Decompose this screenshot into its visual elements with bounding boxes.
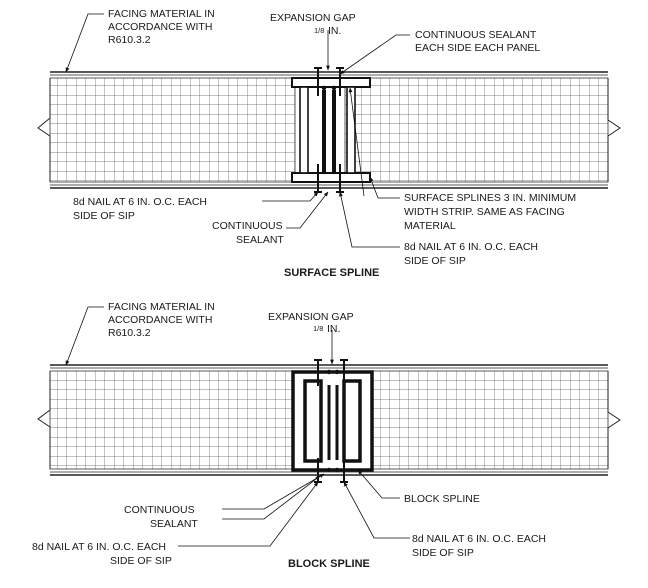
svg-text:ACCORDANCE WITH: ACCORDANCE WITH (108, 21, 212, 33)
block-sealant-beads (326, 369, 340, 473)
block-spline-right-inner (342, 379, 362, 463)
block-spline-detail: FACING MATERIAL IN ACCORDANCE WITH R610.… (32, 301, 621, 570)
block-spline-title: BLOCK SPLINE (288, 558, 370, 570)
continuous-sealant-label-bottom: CONTINUOUS SEALANT (124, 504, 198, 530)
svg-text:FACING MATERIAL IN: FACING MATERIAL IN (108, 301, 215, 313)
block-spline-label: BLOCK SPLINE (404, 493, 480, 505)
bottom-surface-spline-strip (291, 172, 371, 183)
svg-text:1/8: 1/8 (313, 324, 323, 333)
svg-text:SEALANT: SEALANT (150, 518, 198, 530)
left-sip-foam-core (49, 77, 296, 183)
expansion-gap-label-bottom: EXPANSION GAP 1/8 IN. (268, 311, 354, 335)
nail-label-bottom-right: 8d NAIL AT 6 IN. O.C. EACH SIDE OF SIP (412, 533, 546, 559)
svg-text:1/8: 1/8 (314, 26, 324, 35)
facing-material-label-top: FACING MATERIAL IN ACCORDANCE WITH R610.… (108, 8, 215, 46)
svg-text:FACING MATERIAL IN: FACING MATERIAL IN (108, 8, 215, 20)
svg-text:IN.: IN. (328, 25, 341, 37)
left-panel-edge-stud (299, 86, 309, 174)
surface-spline-detail: FACING MATERIAL IN ACCORDANCE WITH R610.… (37, 8, 621, 279)
svg-text:EXPANSION GAP: EXPANSION GAP (268, 311, 354, 323)
nail-label-top-right: 8d NAIL AT 6 IN. O.C. EACH SIDE OF SIP (404, 241, 538, 267)
block-leaders (65, 306, 410, 547)
surface-spline-title: SURFACE SPLINE (284, 267, 379, 279)
svg-text:SIDE OF SIP: SIDE OF SIP (404, 255, 466, 267)
left-break-line (37, 371, 51, 469)
svg-text:8d NAIL AT 6 IN. O.C. EACH: 8d NAIL AT 6 IN. O.C. EACH (404, 241, 538, 253)
svg-text:WIDTH STRIP. SAME AS FACING: WIDTH STRIP. SAME AS FACING (404, 206, 565, 218)
top-surface-spline-strip (291, 77, 371, 88)
continuous-sealant-each-side-label: CONTINUOUS SEALANT EACH SIDE EACH PANEL (415, 29, 540, 54)
svg-text:IN.: IN. (327, 323, 340, 335)
right-break-line (607, 78, 621, 182)
svg-text:EXPANSION GAP: EXPANSION GAP (270, 12, 356, 24)
facing-material-label-bottom: FACING MATERIAL IN ACCORDANCE WITH R610.… (108, 301, 215, 339)
left-sip-foam-core (49, 370, 294, 470)
svg-text:CONTINUOUS: CONTINUOUS (212, 220, 283, 232)
continuous-sealant-label-top: CONTINUOUS SEALANT (212, 220, 284, 246)
svg-text:8d NAIL AT 6 IN. O.C. EACH: 8d NAIL AT 6 IN. O.C. EACH (73, 196, 207, 208)
svg-text:R610.3.2: R610.3.2 (108, 327, 151, 339)
nail-label-top-left: 8d NAIL AT 6 IN. O.C. EACH SIDE OF SIP (73, 196, 207, 222)
surface-sealant-beads (321, 85, 337, 175)
svg-text:R610.3.2: R610.3.2 (108, 34, 151, 46)
svg-text:SIDE OF SIP: SIDE OF SIP (412, 547, 474, 559)
nail-label-bottom-left: 8d NAIL AT 6 IN. O.C. EACH SIDE OF SIP (32, 541, 172, 567)
svg-text:SURFACE SPLINES 3 IN. MINIMUM: SURFACE SPLINES 3 IN. MINIMUM (404, 192, 576, 204)
surface-leaders (65, 13, 410, 248)
svg-text:CONTINUOUS SEALANT: CONTINUOUS SEALANT (415, 29, 537, 41)
svg-text:SIDE OF SIP: SIDE OF SIP (73, 210, 135, 222)
right-sip-foam-core (344, 77, 609, 183)
block-spline-left-inner (303, 379, 323, 463)
expansion-gap-label-top: EXPANSION GAP 1/8 IN. (270, 12, 356, 37)
right-panel-edge-stud (346, 86, 356, 174)
right-sip-foam-core (371, 370, 609, 470)
svg-text:ACCORDANCE WITH: ACCORDANCE WITH (108, 314, 212, 326)
svg-text:SIDE OF SIP: SIDE OF SIP (110, 555, 172, 567)
svg-text:8d NAIL AT 6 IN. O.C. EACH: 8d NAIL AT 6 IN. O.C. EACH (412, 533, 546, 545)
svg-text:8d NAIL AT 6 IN. O.C. EACH: 8d NAIL AT 6 IN. O.C. EACH (32, 541, 166, 553)
left-break-line (37, 78, 51, 182)
svg-text:MATERIAL: MATERIAL (404, 220, 456, 232)
svg-text:CONTINUOUS: CONTINUOUS (124, 504, 195, 516)
surface-splines-label: SURFACE SPLINES 3 IN. MINIMUM WIDTH STRI… (404, 192, 576, 232)
right-break-line (607, 371, 621, 469)
svg-text:EACH SIDE EACH PANEL: EACH SIDE EACH PANEL (415, 42, 540, 54)
svg-text:SEALANT: SEALANT (236, 234, 284, 246)
